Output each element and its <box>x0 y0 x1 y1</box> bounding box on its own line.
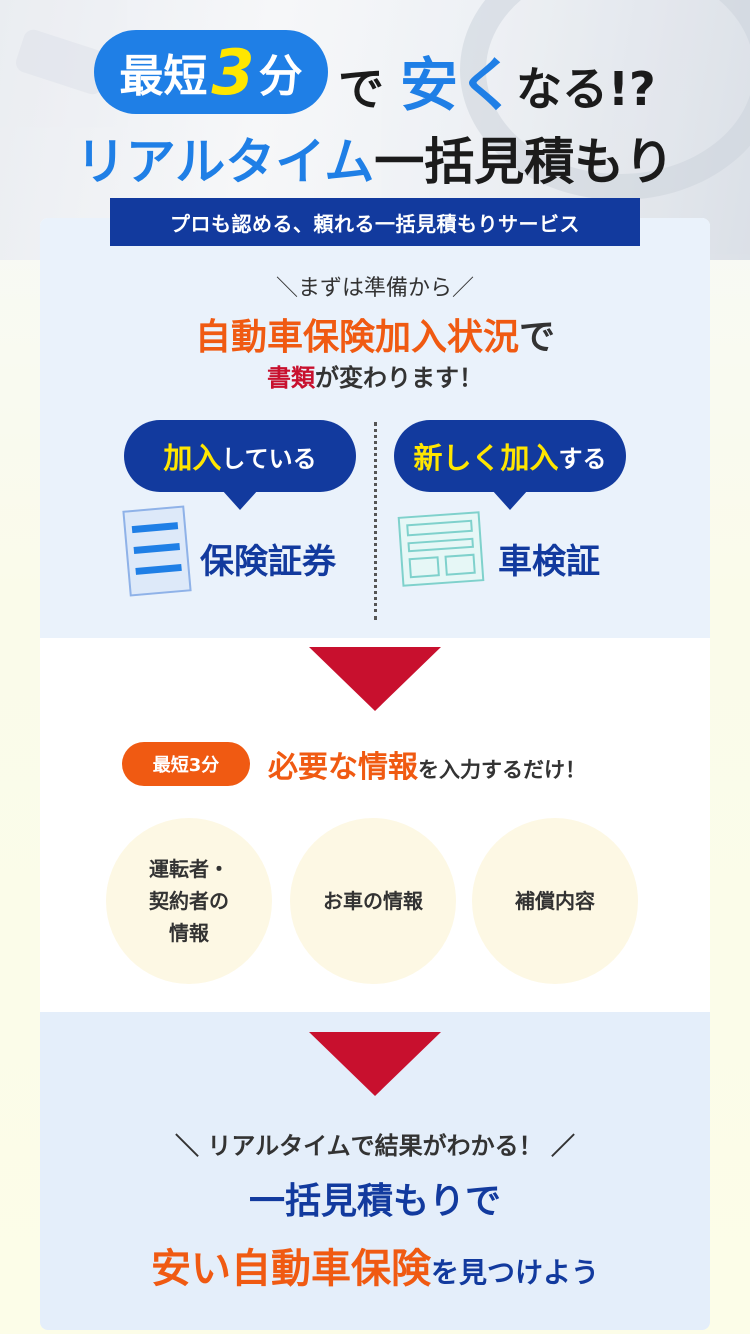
service-banner: プロも認める、頼れる一括見積もりサービス <box>110 198 640 246</box>
vehicle-inspection-certificate-icon <box>397 511 485 587</box>
bulk-estimate-text: 一括見積もりで <box>248 1181 501 1222</box>
insurance-policy-document-icon <box>122 505 192 597</box>
find-cheap-insurance-text: 安い自動車保険を見つけよう <box>150 1246 599 1292</box>
fastest-3min-badge: 最短3分 <box>122 742 250 786</box>
hero-headline-line2: リアルタイム一括見積もり <box>75 133 675 191</box>
input-info-row: 最短3分 必要な情報を入力するだけ！ <box>122 742 586 786</box>
hero-headline-rest: で 安くなる!? <box>338 51 656 119</box>
enrolled-bubble: 加入している <box>124 420 356 510</box>
input-info-text: 必要な情報を入力するだけ！ <box>268 750 586 785</box>
insurance-policy-label: 保険証券 <box>200 542 336 582</box>
realtime-result-text: ＼ リアルタイムで結果がわかる！ ／ <box>175 1132 575 1160</box>
insurance-status-headline: 自動車保険加入状況で <box>194 317 556 358</box>
info-circle-coverage: 補償内容 <box>472 818 638 984</box>
info-circle-driver: 運転者・ 契約者の 情報 <box>106 818 272 984</box>
vehicle-inspection-label: 車検証 <box>498 542 600 582</box>
documents-change-text: 書類が変わります！ <box>267 364 483 392</box>
dotted-divider <box>374 422 377 620</box>
info-circle-car: お車の情報 <box>290 818 456 984</box>
preparation-lead: ＼まずは準備から／ <box>275 276 474 301</box>
down-arrow-icon <box>309 1032 441 1096</box>
down-arrow-icon <box>309 647 441 711</box>
new-enrollment-bubble: 新しく加入する <box>394 420 626 510</box>
